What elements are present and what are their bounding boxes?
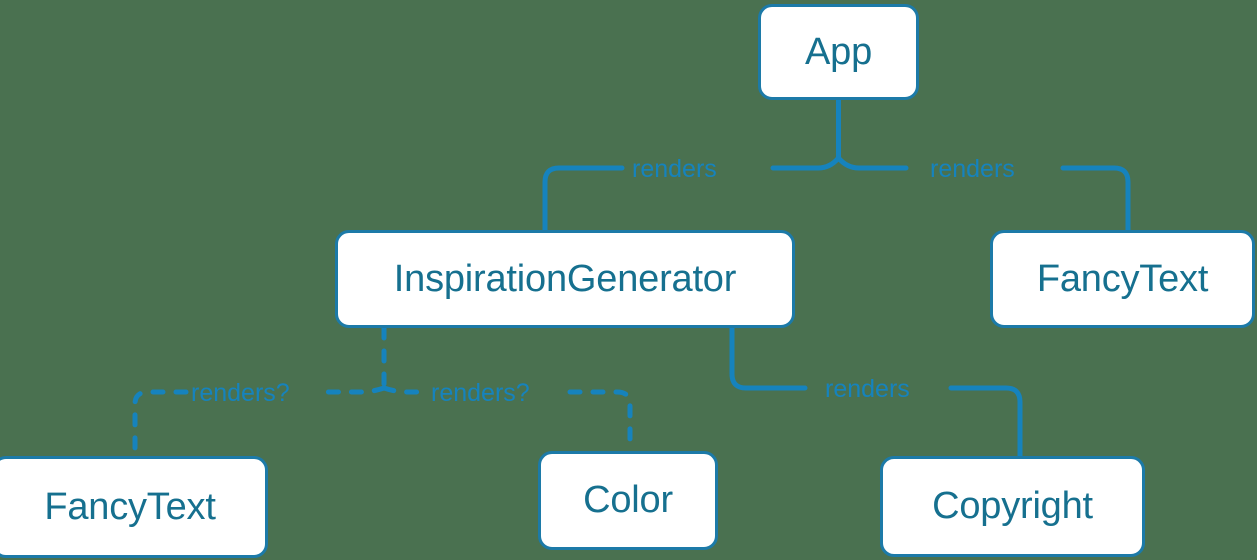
edge-label-renders-copyright: renders <box>825 375 910 403</box>
node-fancytext-right-label: FancyText <box>1036 257 1209 300</box>
node-color-label: Color <box>583 479 673 521</box>
node-inspiration-generator-label: InspirationGenerator <box>393 257 737 300</box>
edge-inspirationgenerator-to-fancytext-bottom-b <box>132 389 189 459</box>
node-fancytext-right[interactable]: FancyText <box>990 230 1255 328</box>
edge-label-renders-q-left: renders? <box>191 379 290 407</box>
node-inspiration-generator[interactable]: InspirationGenerator <box>335 230 795 328</box>
edge-label-renders-app-right: renders <box>930 155 1015 183</box>
node-fancytext-bottom-label: FancyText <box>44 485 216 528</box>
edge-label-renders-q-right: renders? <box>431 379 530 407</box>
edge-app-to-fancytext-left-seg <box>836 155 909 171</box>
node-fancytext-bottom[interactable]: FancyText <box>0 456 268 558</box>
node-copyright-label: Copyright <box>932 485 1093 527</box>
edge-label-renders-app-left: renders <box>632 155 717 183</box>
node-app[interactable]: App <box>758 4 919 100</box>
edge-inspirationgenerator-to-fancytext-bottom-a <box>324 385 387 395</box>
edge-app-to-inspirationgenerator-left-seg <box>542 165 625 233</box>
edge-inspirationgenerator-to-color-a <box>381 385 424 395</box>
edge-app-to-inspirationgenerator-right-seg <box>770 155 841 171</box>
node-copyright[interactable]: Copyright <box>880 456 1145 557</box>
node-color[interactable]: Color <box>538 451 718 550</box>
edge-inspirationgenerator-to-copyright-a <box>729 325 808 391</box>
edge-inspirationgenerator-to-copyright-b <box>948 385 1023 459</box>
node-app-label: App <box>804 30 872 73</box>
edge-inspirationgenerator-to-color-b <box>567 389 633 454</box>
edge-app-to-fancytext-right-seg <box>1060 165 1131 233</box>
